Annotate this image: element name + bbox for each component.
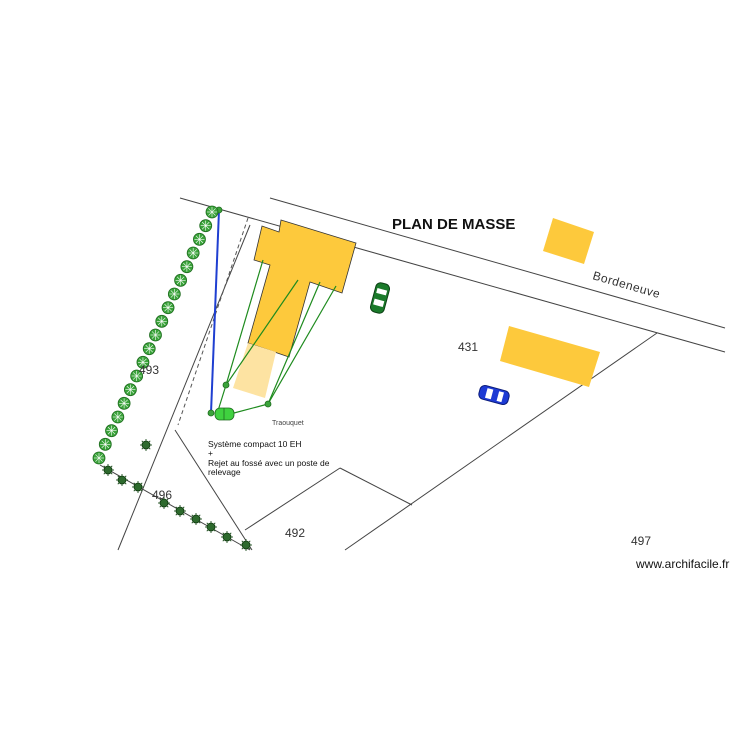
hedge-bush: [174, 273, 188, 287]
pipe-house-east: [267, 285, 337, 405]
hedge-bush: [117, 396, 131, 410]
note-line-3: Rejet au fossé avec un poste de: [208, 458, 330, 468]
shrub: [116, 474, 128, 486]
car-green: [369, 282, 391, 314]
hedge-bush: [193, 232, 206, 246]
parcel-label-496: 496: [152, 488, 172, 502]
hedge-bush: [136, 355, 150, 369]
hedge-bush: [167, 287, 181, 301]
parcel-boundary-492-east: [339, 467, 413, 506]
treatment-note: Système compact 10 EH + Rejet au fossé a…: [208, 439, 330, 477]
note-line-2: +: [208, 448, 213, 458]
neighbour-building-east: [500, 326, 600, 387]
hedge-bush: [155, 314, 169, 328]
locality-label: Traouquet: [272, 420, 304, 427]
hedge-bush: [186, 246, 200, 260]
dashed-boundary: [177, 217, 249, 426]
shrub: [221, 531, 233, 543]
parcel-label-492: 492: [285, 526, 305, 540]
plan-title: PLAN DE MASSE: [392, 216, 515, 233]
compact-treatment-tank: [214, 407, 235, 421]
manhole-west: [207, 409, 215, 417]
parcel-label-493: 493: [139, 363, 159, 377]
parcel-boundary-492: [244, 467, 341, 531]
parcel-boundary-497: [344, 332, 658, 551]
road-edge-north: [269, 197, 726, 329]
drainage-network: [216, 259, 337, 415]
manhole-east: [264, 400, 272, 408]
hedge-bush: [149, 328, 162, 342]
parcel-label-431: 431: [458, 340, 478, 354]
car-blue: [478, 384, 510, 406]
pipe-to-tank: [233, 403, 269, 414]
discharge-pipe-blue: [210, 209, 220, 414]
road-label: Bordeneuve: [591, 268, 662, 301]
shrub: [158, 497, 170, 509]
manhole-center: [222, 381, 230, 389]
hedge-bush: [111, 410, 125, 424]
shrub: [140, 439, 152, 451]
main-house: [247, 219, 357, 358]
hedge-bush: [180, 260, 194, 274]
parcel-boundary-493-east: [117, 224, 251, 551]
parcel-label-497: 497: [631, 534, 651, 548]
shrub-row: [102, 439, 252, 551]
neighbour-building-north: [543, 218, 594, 264]
hedge-bush: [199, 219, 213, 233]
shrub: [102, 464, 114, 476]
hedge-bush: [92, 451, 106, 465]
parcel-boundary-oblique: [174, 429, 253, 551]
hedge-bush: [130, 369, 144, 383]
road-edge-south: [179, 197, 726, 353]
note-line-4: relevage: [208, 467, 241, 477]
shrub: [240, 539, 252, 551]
hedge-bush: [161, 301, 175, 315]
pipe-east-link: [267, 281, 321, 405]
hedge: [92, 205, 219, 465]
hedge-bush: [142, 342, 156, 356]
terrace: [233, 343, 276, 398]
watermark: www.archifacile.fr: [635, 557, 729, 571]
shrub: [174, 505, 186, 517]
shrub: [132, 481, 144, 493]
shrub: [190, 513, 202, 525]
pipe-house-center: [225, 279, 299, 386]
hedge-bush: [105, 424, 118, 438]
shrub: [205, 521, 217, 533]
hedge-bush: [123, 383, 137, 397]
note-line-1: Système compact 10 EH: [208, 439, 302, 449]
hedge-bush: [98, 437, 112, 451]
hedge-bush: [205, 205, 219, 219]
